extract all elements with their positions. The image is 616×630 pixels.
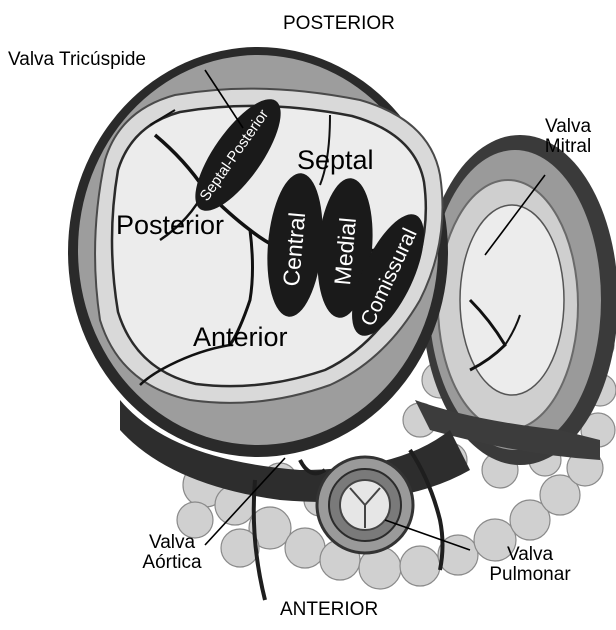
label-valva-mitral: Valva Mitral (528, 117, 608, 157)
label-posterior-orientation: POSTERIOR (283, 14, 395, 34)
label-leaflet-septal: Septal (297, 145, 374, 175)
pulmonary-valve-shape (317, 457, 413, 553)
label-valva-pulmonar-line1: Valva (475, 545, 585, 565)
label-valva-tricuspide: Valva Tricúspide (8, 50, 146, 70)
label-anterior-orientation: ANTERIOR (280, 600, 378, 620)
label-leaflet-anterior: Anterior (193, 322, 288, 352)
label-leaflet-posterior: Posterior (116, 210, 224, 240)
label-valva-mitral-line1: Valva (528, 117, 608, 137)
label-valva-aortica-line1: Valva (132, 533, 212, 553)
label-valva-aortica-line2: Aórtica (132, 553, 212, 573)
mitral-valve-shape (415, 135, 616, 465)
label-valva-mitral-line2: Mitral (528, 137, 608, 157)
label-valva-pulmonar: Valva Pulmonar (475, 545, 585, 585)
label-valva-pulmonar-line2: Pulmonar (475, 565, 585, 585)
label-valva-aortica: Valva Aórtica (132, 533, 212, 573)
